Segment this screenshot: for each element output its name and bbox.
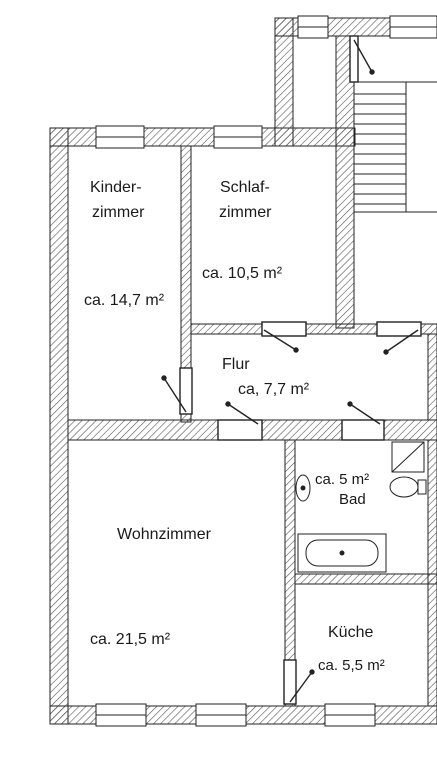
wall-wohn-bad [284, 439, 296, 707]
kueche-area: ca. 5,5 m² [318, 657, 385, 674]
bad-name: Bad [339, 491, 366, 508]
kinderzimmer-name-1: Kinder- [90, 179, 142, 196]
kueche-name: Küche [328, 624, 373, 641]
schlafzimmer-name-2: zimmer [219, 204, 272, 221]
door-leaf-stair [385, 329, 419, 353]
wall-right-lower [427, 439, 437, 707]
staircase [353, 81, 437, 213]
wall-tower-left [274, 17, 294, 147]
flur-name: Flur [222, 356, 250, 373]
door-leaf-bad [349, 403, 381, 425]
wall-outer-left [49, 127, 69, 725]
door-gap-stair-top [349, 35, 359, 83]
kinderzimmer-area: ca. 14,7 m² [84, 292, 165, 309]
windows [95, 15, 437, 727]
door-leaf-stair-top [353, 39, 373, 73]
bathroom-fixtures [295, 441, 427, 573]
wohnzimmer-name: Wohnzimmer [117, 526, 212, 543]
flur-area: ca, 7,7 m² [238, 381, 310, 398]
door-gap-kinder [179, 367, 193, 415]
wall-flur-top [190, 323, 437, 335]
doors [161, 35, 422, 705]
door-gap-stair [376, 321, 422, 337]
schlafzimmer-name-1: Schlaf- [220, 179, 270, 196]
room-labels: Kinder- zimmer ca. 14,7 m² Schlaf- zimme… [84, 179, 385, 674]
schlafzimmer-area: ca. 10,5 m² [202, 265, 283, 282]
door-gap-bad [341, 419, 385, 441]
door-leaf-wohn [227, 403, 259, 425]
door-gap-kueche [283, 659, 297, 705]
door-leaf-kinder [163, 377, 187, 413]
wohnzimmer-area: ca. 21,5 m² [90, 631, 171, 648]
door-gap-schlaf [261, 321, 307, 337]
door-leaf-kueche [289, 671, 313, 703]
door-leaf-schlaf [263, 329, 297, 351]
toilet [389, 476, 419, 498]
bad-area: ca. 5 m² [315, 471, 369, 488]
stair-outline [353, 81, 407, 213]
door-gap-wohn [217, 419, 263, 441]
wall-bad-kueche [294, 573, 437, 585]
wall-right-flur [427, 333, 437, 421]
kinderzimmer-name-2: zimmer [92, 204, 145, 221]
